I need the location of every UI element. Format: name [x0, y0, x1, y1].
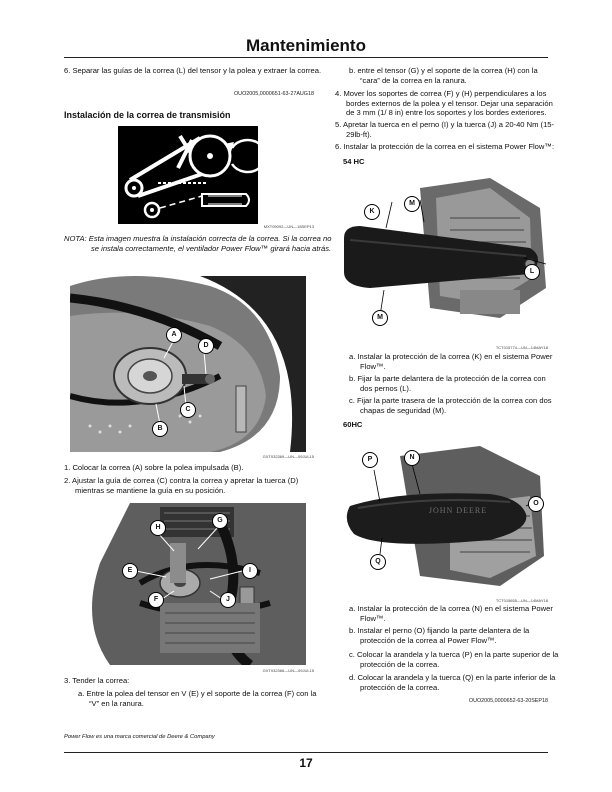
belt-routing-photo-illustration [70, 503, 306, 665]
ref-code-1: OUO2005,0000651-63-27AUG18 [233, 91, 314, 97]
callout-label: K [364, 204, 380, 220]
left-step-1: 1. Colocar la correa (A) sobre la polea … [64, 463, 244, 472]
right-step-6: 6. Instalar la protección de la correa e… [335, 142, 555, 151]
belt-routing-photo-figure: H G E I F J [70, 503, 306, 665]
belt-guard-54hc-figure: K M L M [340, 178, 546, 334]
callout-label: L [524, 264, 540, 280]
callout-label: J [220, 592, 236, 608]
callout-label: A [166, 327, 182, 343]
header-rule [64, 57, 548, 58]
callout-label: B [152, 421, 168, 437]
model-54hc: 54 HC [343, 157, 365, 166]
fig2-code: GXT032369—UN—09JUL15 [262, 454, 314, 459]
callout-label: M [372, 310, 388, 326]
belt-guard-60hc-figure: JOHN DEERE P N O Q [340, 446, 546, 596]
model2-step-c: c. Colocar la arandela y la tuerca (P) e… [349, 650, 559, 669]
left-step-6: 6. Separar las guías de la correa (L) de… [64, 66, 322, 75]
page-title: Mantenimiento [246, 36, 366, 55]
fig1-code: MXT09092—UN—18SEP13 [263, 224, 314, 229]
callout-label: Q [370, 554, 386, 570]
john-deere-embossed-logo: JOHN DEERE [428, 506, 488, 515]
callout-label: C [180, 402, 196, 418]
model-60hc: 60HC [343, 420, 363, 429]
callout-label: F [148, 592, 164, 608]
page-number: 17 [299, 756, 313, 770]
belt-guard-60hc-illustration [340, 446, 546, 596]
callout-label: E [122, 563, 138, 579]
note-text: NOTA: Esta imagen muestra la instalación… [64, 234, 332, 253]
left-step-3a: a. Entre la polea del tensor en V (E) y … [78, 689, 317, 708]
belt-routing-illustration [118, 126, 258, 224]
left-step-3: 3. Tender la correa: [64, 676, 130, 685]
ref-code-2: OUO2005,0000652-63-20SEP18 [468, 698, 548, 704]
model1-step-c: c. Fijar la parte trasera de la protecci… [349, 396, 552, 415]
fig4-code: TCT015774—UN—14MAY18 [495, 345, 548, 350]
callout-label: N [404, 450, 420, 466]
right-step-5: 5. Apretar la tuerca en el perno (I) y l… [335, 120, 555, 139]
fig3-code: GXT032366—UN—09JUL15 [262, 668, 314, 673]
belt-diagram-figure [118, 126, 258, 224]
model2-step-a: a. Instalar la protección de la correa (… [349, 604, 553, 623]
callout-label: G [212, 513, 228, 529]
callout-label: D [198, 338, 214, 354]
model2-step-b: b. Instalar el perno (O) fijando la part… [349, 626, 530, 645]
model1-step-b: b. Fijar la parte delantera de la protec… [349, 374, 546, 393]
callout-label: O [528, 496, 544, 512]
right-step-4: 4. Mover los soportes de correa (F) y (H… [335, 89, 553, 118]
footer-rule [64, 752, 548, 753]
pulley-photo-illustration [70, 276, 306, 452]
callout-label: H [150, 520, 166, 536]
model2-step-d: d. Colocar la arandela y la tuerca (Q) e… [349, 673, 556, 692]
left-step-2: 2. Ajustar la guía de correa (C) contra … [64, 476, 299, 495]
callout-label: M [404, 196, 420, 212]
right-step-3b: b. entre el tensor (G) y el soporte de l… [349, 66, 538, 85]
belt-guard-54hc-illustration [340, 178, 546, 334]
pulley-photo-figure: A D C B [70, 276, 306, 452]
trademark-note: Power Flow es una marca comercial de Dee… [64, 734, 215, 740]
section-title: Instalación de la correa de transmisión [64, 110, 231, 120]
callout-label: P [362, 452, 378, 468]
fig5-code: TCT015655—UN—14MAY18 [495, 598, 548, 603]
model1-step-a: a. Instalar la protección de la correa (… [349, 352, 553, 371]
callout-label: I [242, 563, 258, 579]
